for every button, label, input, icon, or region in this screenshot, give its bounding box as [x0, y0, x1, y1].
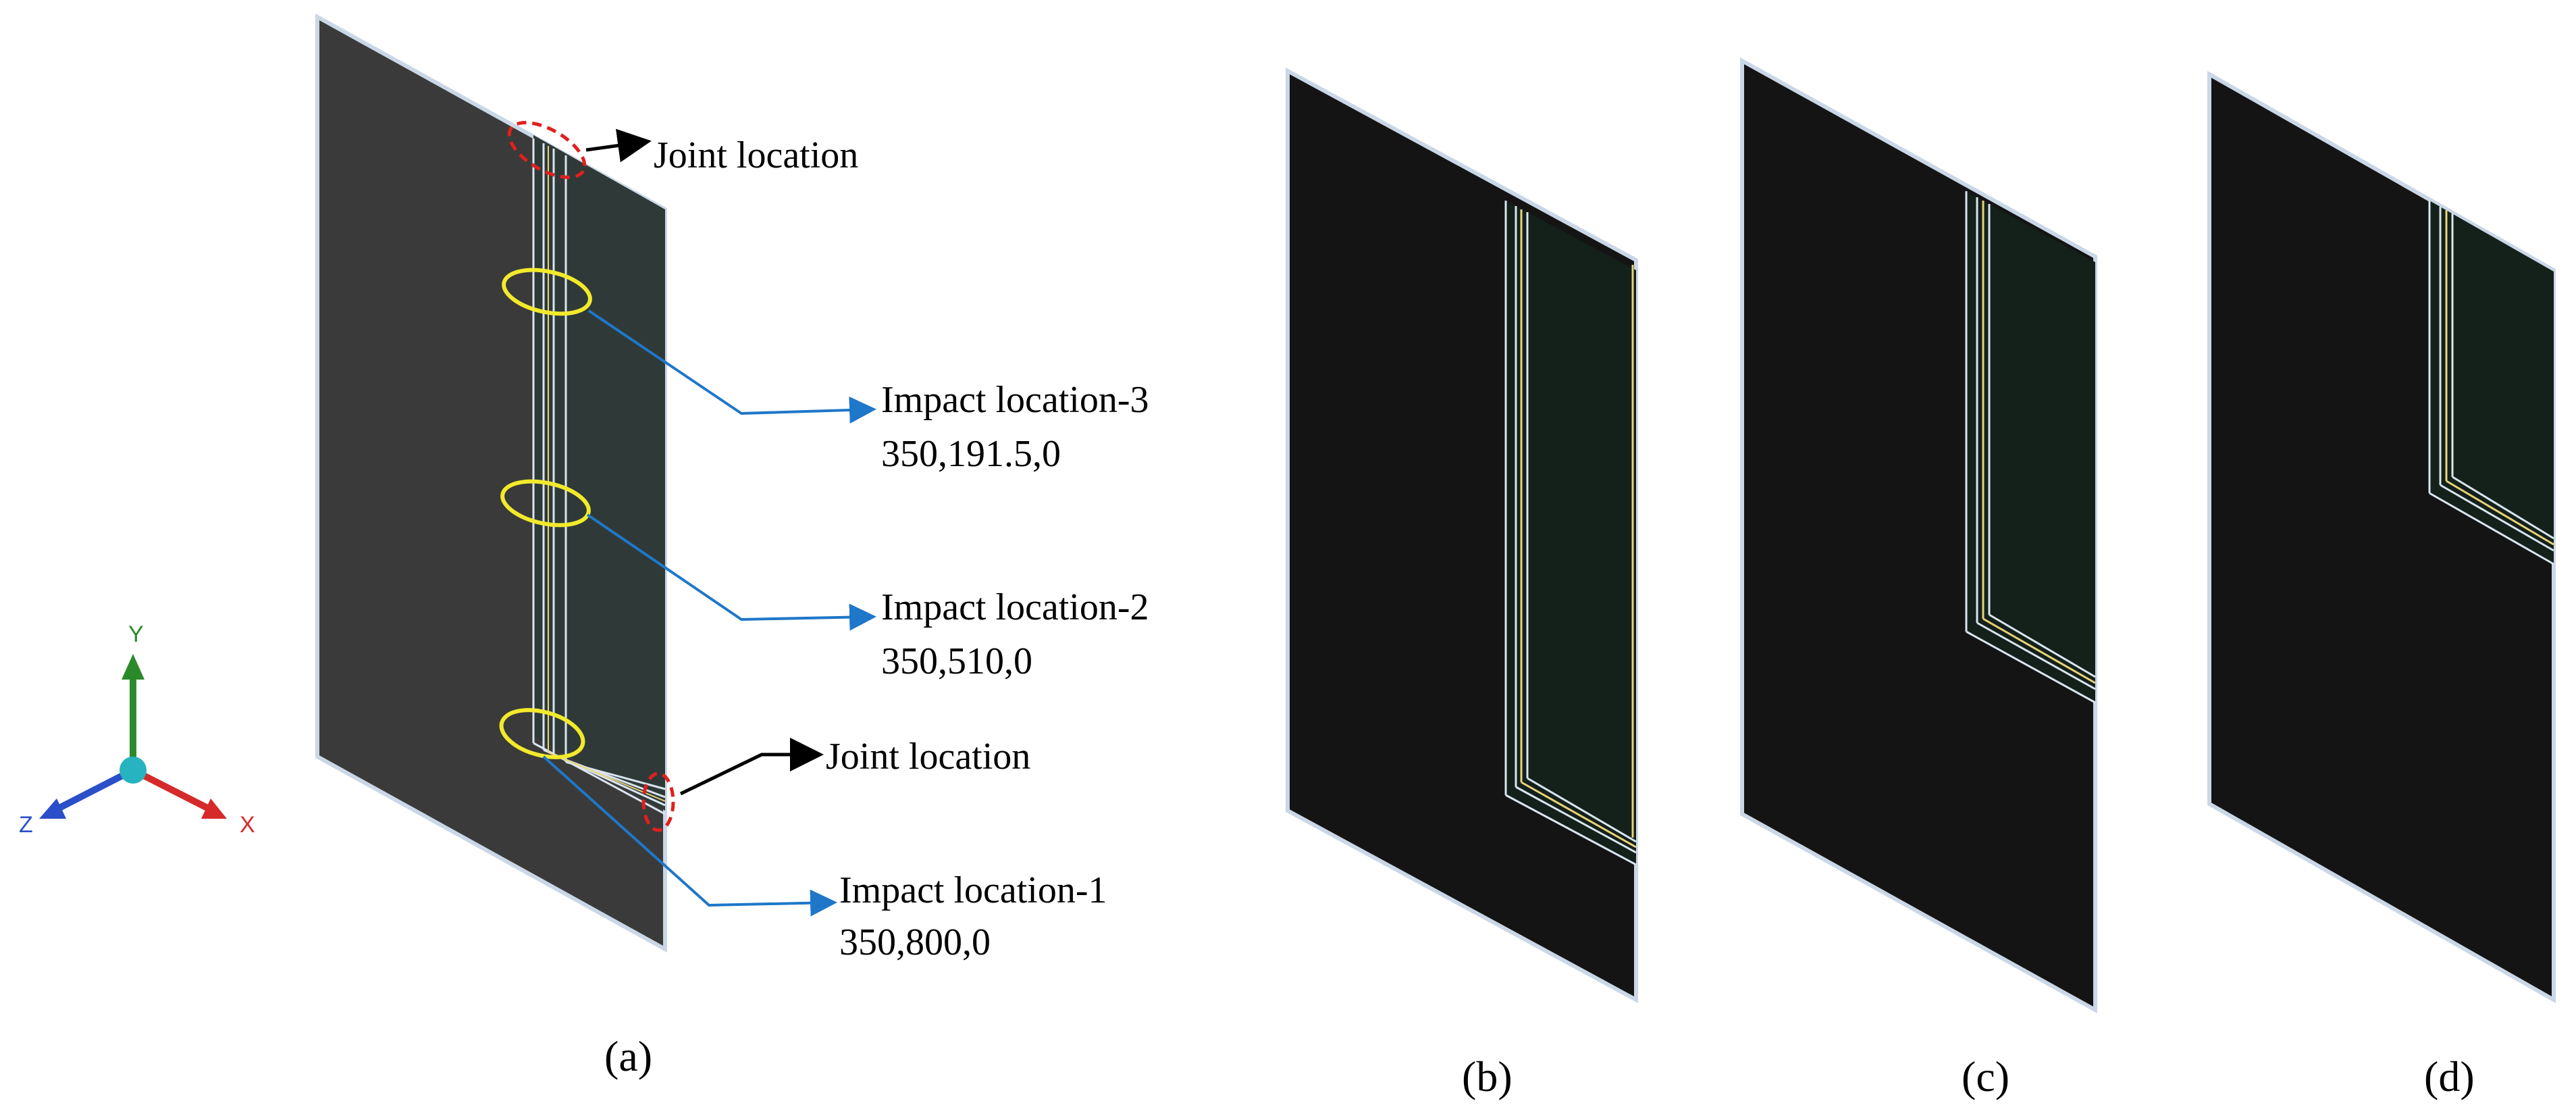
joint-marker-bottom	[641, 771, 675, 832]
impact2-leader	[586, 513, 876, 631]
plate-d	[2207, 70, 2556, 1004]
panel-d: (d)	[2207, 70, 2556, 1100]
caption-b: (b)	[1462, 1052, 1513, 1100]
axis-y-label: Y	[128, 621, 144, 647]
axis-z-label: Z	[19, 812, 33, 838]
stiffener-lines-b	[1504, 201, 1637, 866]
impact1-coords: 350,800,0	[839, 921, 991, 963]
impact3-leader	[587, 309, 876, 424]
caption-d: (d)	[2424, 1052, 2475, 1100]
panel-b: (b)	[1286, 67, 1638, 1100]
joint-bottom-label: Joint location	[826, 736, 1030, 778]
stiffener-lines-c	[1965, 191, 2096, 704]
joint-top-label: Joint location	[654, 134, 858, 176]
caption-a: (a)	[604, 1032, 652, 1080]
stiffener-region-d	[2429, 201, 2554, 564]
panel-c: (c)	[1740, 57, 2097, 1100]
impact1-leader	[542, 755, 837, 917]
panel-a: Joint location Impact location-3 350,191…	[315, 13, 1149, 1080]
impact2-title: Impact location-2	[881, 586, 1149, 628]
impact2-coords: 350,510,0	[881, 640, 1032, 682]
joint-top-leader	[585, 128, 652, 163]
impact-marker-3	[502, 268, 592, 316]
impact3-title: Impact location-3	[881, 379, 1149, 421]
impact3-coords: 350,191.5,0	[881, 433, 1061, 475]
axis-x-label: X	[240, 812, 255, 838]
triad-origin	[120, 757, 147, 784]
axis-triad: Y X Z	[19, 621, 255, 838]
impact-marker-1	[499, 708, 585, 759]
caption-c: (c)	[1962, 1052, 2009, 1100]
stiffener-region-c	[1966, 191, 2095, 703]
impact-marker-2	[500, 479, 591, 528]
stiffener-lines-d	[2428, 201, 2554, 565]
stiffener-region-b	[1506, 201, 1636, 865]
joint-bottom-leader	[679, 738, 824, 796]
impact1-title: Impact location-1	[839, 869, 1107, 911]
